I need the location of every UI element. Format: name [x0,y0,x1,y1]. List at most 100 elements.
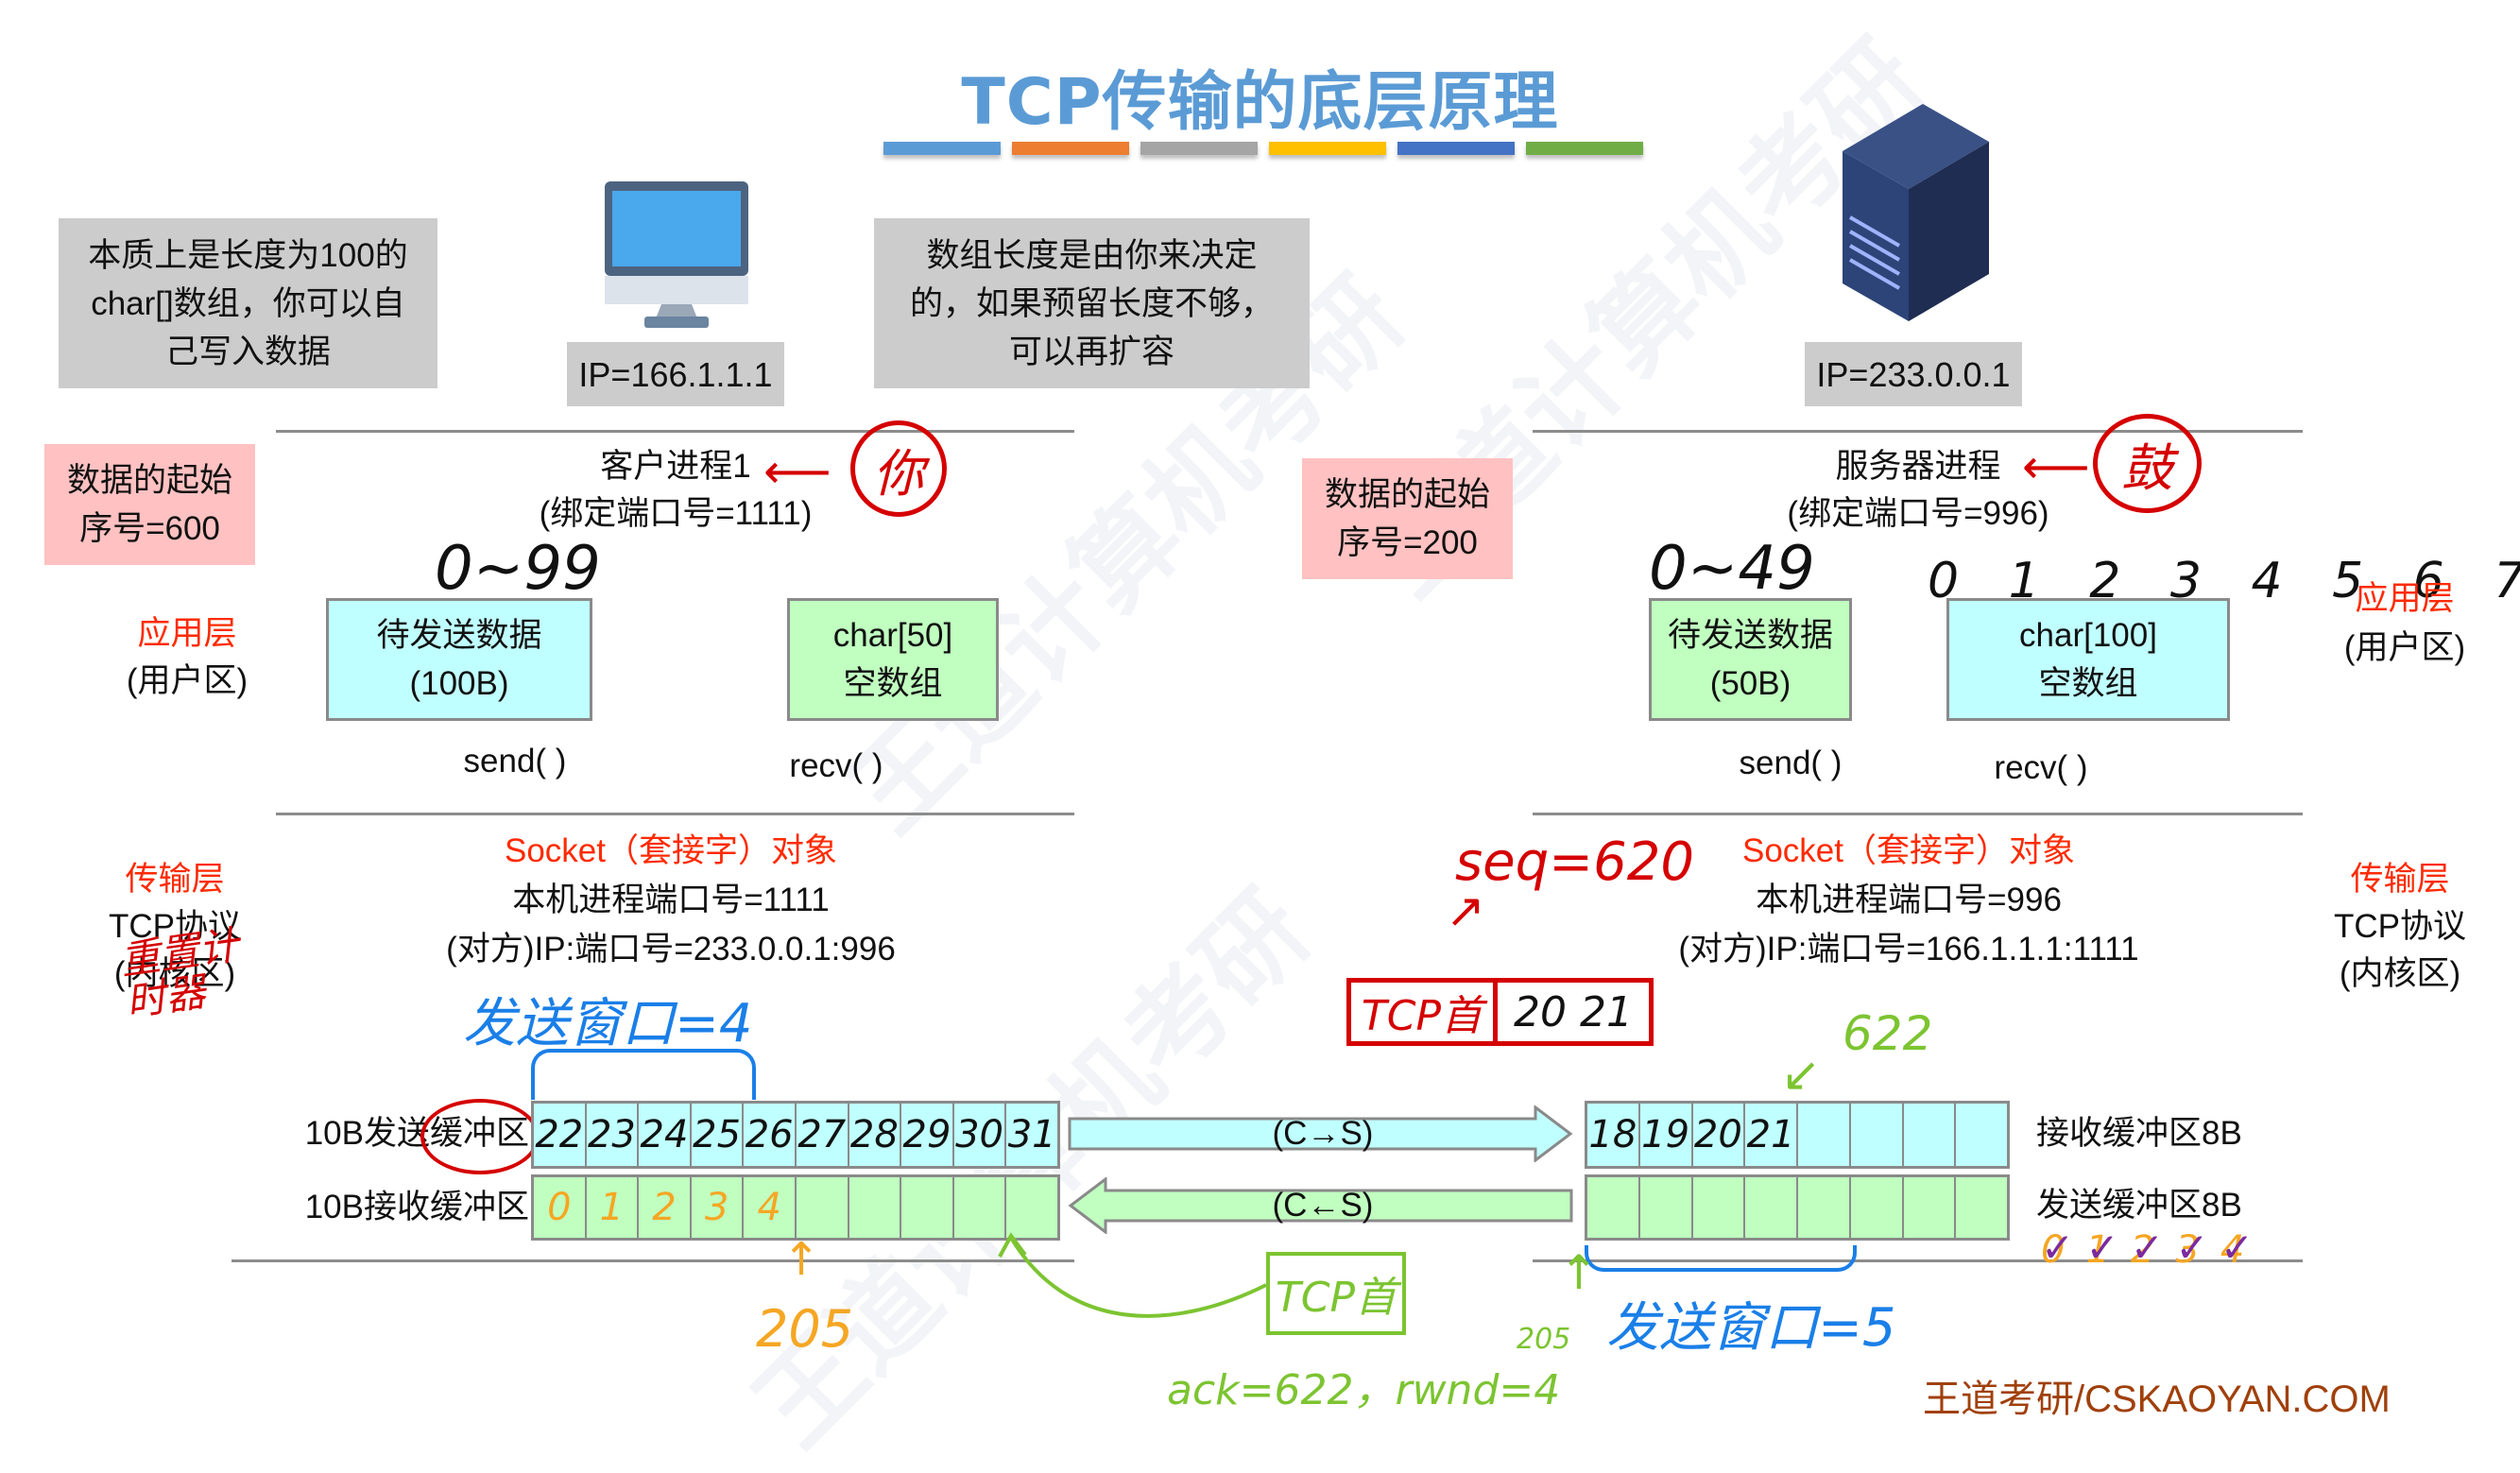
server-process: 服务器进程 [1835,448,2001,485]
segment-payload: 20 21 [1514,987,1633,1036]
client-transport-protocol: TCP协议 [108,908,241,945]
server-socket-local-port: 本机进程端口号=996 [1756,882,2062,918]
buffer-cell: 4 [744,1177,797,1238]
client-process-port: (绑定端口号=1111) [539,495,813,532]
client-process: 客户进程1 [600,448,751,485]
arrow-down-icon: ↙ [1781,1047,1821,1102]
note-line: 己写入数据 [164,333,331,370]
arrow-left-icon: ⟵ [763,444,831,499]
buffer-cell: 30 [954,1104,1007,1166]
client-send-range: 0~99 [435,534,601,604]
title-swatch [1269,142,1386,155]
send-data-line: 待发送数据 [376,617,542,654]
buffer-cell: 1 [587,1177,640,1238]
server-process-port: (绑定端口号=996) [1787,495,2049,532]
note-line: char[]数组，你可以自 [91,284,405,322]
buffer-cell [1956,1177,2007,1238]
check-icon: 4✓ [2220,1225,2254,1272]
server-send-pointer-label: 205 [1517,1323,1571,1356]
client-note-right: 数组长度是由你来决定 的，如果预留长度不够， 可以再扩容 [874,218,1310,388]
note-line: 本质上是长度为100的 [88,236,408,274]
buffer-cell [1904,1104,1957,1166]
check-icon: 2✓ [2130,1225,2165,1272]
note-line: 的，如果预留长度不够， [909,284,1274,322]
checkmark-icon: ✓ [2041,1225,2075,1271]
checkmark-icon: ✓ [2175,1225,2209,1271]
page-title: TCP传输的底层原理 [961,65,1559,140]
client-socket-local-port: 本机进程端口号=1111 [512,882,830,918]
server-recv-array: char[100]空数组 [1946,598,2230,721]
buffer-cell: 0 [534,1177,587,1238]
recv-array-line: char[100] [2019,617,2157,654]
buffer-cell [1904,1177,1957,1238]
client-socket-remote: (对方)IP:端口号=233.0.0.1:996 [446,931,896,968]
client-recv-call: recv( ) [789,747,883,784]
buffer-cell [797,1177,849,1238]
buffer-cell [1851,1104,1904,1166]
arrow-up-icon: ↑ [1559,1245,1599,1300]
buffer-cell [1587,1177,1640,1238]
buffer-cell: 31 [1007,1113,1056,1156]
arrow-up-icon: ↑ [782,1233,821,1286]
ack-text: ack=622，rwnd=4 [1167,1366,1561,1414]
client-transport-layer: 传输层 [125,861,225,898]
handwritten-circle [420,1099,540,1174]
buffer-cell: 26 [744,1104,797,1166]
title-swatch [1526,142,1643,155]
buffer-cell: 25 [692,1104,745,1166]
client-note-left: 本质上是长度为100的 char[]数组，你可以自 己写入数据 [59,218,437,388]
divider [1533,813,2303,815]
recv-array-line: char[50] [832,617,953,654]
checkmark-icon: ✓ [2130,1225,2165,1271]
server-recv-call: recv( ) [1994,749,2088,786]
ack-arrow [998,1232,1267,1318]
buffer-cell: 24 [639,1104,692,1166]
divider [1533,1259,2303,1262]
client-send-data: 待发送数据(100B) [326,598,592,721]
server-send-range: 0~49 [1649,534,1815,604]
server-recv-pointer-label: 622 [1843,1006,1933,1061]
server-send-window-label: 发送窗口=5 [1606,1297,1896,1359]
checked-marks: 0✓1✓2✓3✓4✓ [2041,1225,2254,1272]
send-window-brace [531,1049,756,1100]
start-seq-line: 序号=600 [79,510,220,547]
server-send-buffer [1585,1174,2010,1241]
checkmark-icon: ✓ [2085,1225,2119,1271]
send-data-line: (50B) [1709,665,1791,702]
note-line: 可以再扩容 [1008,333,1174,370]
title-swatch [1012,142,1129,155]
seq-label: seq=620 [1455,831,1694,893]
client-recv-pointer-label: 205 [756,1299,854,1359]
divider [1533,430,2303,433]
client-ip: IP=166.1.1.1 [567,342,784,406]
server-ip: IP=233.0.0.1 [1805,342,2022,406]
check-icon: 0✓ [2041,1225,2075,1272]
client-app-layer: 应用层 [137,615,237,652]
buffer-cell: 22 [534,1104,587,1166]
server-icon [1843,104,1989,321]
server-send-call: send( ) [1739,745,1843,781]
title-swatch [1140,142,1258,155]
handwritten-tag: 你 [850,420,947,517]
title-swatch [1397,142,1515,155]
start-seq-line: 序号=200 [1337,524,1478,561]
buffer-cell: 23 [587,1104,640,1166]
buffer-cell [901,1177,954,1238]
check-icon: 1✓ [2085,1225,2119,1272]
send-window-brace [1585,1245,1857,1272]
buffer-cell: 29 [901,1104,954,1166]
brand-logo: 王道考研/CSKAOYAN.COM [1923,1379,2391,1420]
client-send-call: send( ) [463,743,567,779]
buffer-cell: 2 [639,1177,692,1238]
data-segment: TCP首 20 21 [1346,978,1654,1046]
buffer-cell [1640,1177,1693,1238]
c-from-s-label: (C←S) [1272,1187,1374,1224]
client-recv-array: char[50]空数组 [787,598,999,721]
arrow-up-icon: ↗ [1446,883,1485,938]
monitor-icon [605,181,748,328]
segment-header: TCP首 [1351,983,1498,1041]
ack-segment-header: TCP首 [1266,1252,1406,1335]
